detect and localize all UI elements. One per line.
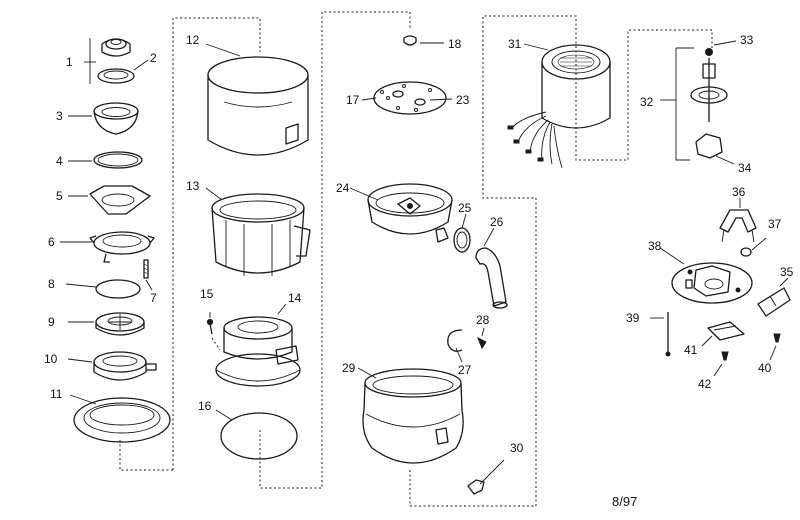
- label-24: 24: [336, 181, 350, 195]
- date-code: 8/97: [612, 494, 637, 509]
- part-29-lower-housing: [357, 367, 464, 464]
- label-40: 40: [758, 361, 772, 375]
- part-37-screw: [740, 237, 767, 257]
- part-16-gasket: [215, 409, 298, 460]
- part-6-mounting-ring: [60, 231, 155, 263]
- part-36-bracket: [719, 198, 757, 243]
- part-28-screw: [477, 327, 487, 350]
- label-37: 37: [768, 217, 782, 231]
- part-4-gasket: [68, 151, 143, 169]
- part-5-backup-flange: [68, 185, 151, 215]
- label-42: 42: [698, 377, 712, 391]
- part-9-lug: [68, 312, 145, 336]
- part-25-gasket: [453, 213, 471, 253]
- label-13: 13: [186, 179, 200, 193]
- part-number-labels: 1 2 3 4 5 6 7 8 9 10 11 12 13 14 15 16 1…: [44, 33, 794, 455]
- dash-col4: [409, 15, 713, 507]
- dash-col3: [259, 11, 411, 489]
- part-12-shell: [205, 43, 309, 156]
- part-10-support-ring: [67, 351, 157, 381]
- part-30-tool: [467, 459, 505, 495]
- label-8: 8: [48, 277, 55, 291]
- label-29: 29: [342, 361, 356, 375]
- part-24-grind-chamber: [349, 183, 453, 243]
- part-38-end-bell: [659, 247, 753, 304]
- part-13-baffle: [205, 187, 311, 276]
- part-31-stator: [507, 43, 611, 169]
- label-26: 26: [490, 215, 504, 229]
- label-30: 30: [510, 441, 524, 455]
- dash-col1-col2: [119, 440, 173, 471]
- label-4: 4: [56, 154, 63, 168]
- label-36: 36: [732, 185, 746, 199]
- part-27-clamp: [447, 329, 463, 363]
- label-31: 31: [508, 37, 522, 51]
- label-28: 28: [476, 313, 490, 327]
- part-14-housing: [215, 303, 301, 387]
- part-23-lug: [392, 90, 453, 106]
- label-9: 9: [48, 315, 55, 329]
- label-14: 14: [288, 291, 302, 305]
- label-39: 39: [626, 311, 640, 325]
- label-23: 23: [456, 93, 470, 107]
- label-5: 5: [56, 189, 63, 203]
- part-3-flange: [68, 102, 139, 135]
- dash-col2-top: [172, 17, 261, 470]
- label-1: 1: [66, 55, 73, 69]
- label-15: 15: [200, 287, 214, 301]
- part-26-elbow: [475, 227, 508, 309]
- label-10: 10: [44, 352, 58, 366]
- part-11-cushion-mount: [69, 394, 171, 443]
- label-12: 12: [186, 33, 200, 47]
- part-33-bearing: [705, 40, 737, 56]
- label-27: 27: [458, 363, 472, 377]
- part-18-nut: [403, 35, 444, 46]
- label-25: 25: [458, 201, 472, 215]
- label-3: 3: [56, 109, 63, 123]
- label-16: 16: [198, 399, 212, 413]
- label-35: 35: [780, 265, 794, 279]
- label-32: 32: [640, 95, 654, 109]
- part-32-rotor: [660, 47, 728, 161]
- part-2-ring: [97, 59, 149, 84]
- label-34: 34: [738, 161, 752, 175]
- part-40-screw: [769, 333, 781, 361]
- part-1-stopper: [84, 38, 131, 84]
- label-41: 41: [684, 343, 698, 357]
- part-39-bolt: [650, 312, 671, 357]
- label-17: 17: [346, 93, 360, 107]
- label-18: 18: [448, 37, 462, 51]
- label-7: 7: [150, 291, 157, 305]
- label-6: 6: [48, 235, 55, 249]
- label-38: 38: [648, 239, 662, 253]
- part-34-lower-bearing: [695, 133, 735, 165]
- part-17-turntable: [361, 81, 447, 115]
- label-11: 11: [50, 387, 63, 401]
- part-8-snap-ring: [65, 279, 141, 299]
- part-35-switch-plate: [757, 277, 791, 317]
- label-33: 33: [740, 33, 754, 47]
- group-dashed-lines: [119, 11, 713, 507]
- part-42-screw: [713, 351, 729, 377]
- part-7-screw: [143, 259, 153, 291]
- part-41-protector: [701, 321, 745, 347]
- label-2: 2: [150, 51, 157, 65]
- part-15-screw: [206, 312, 221, 351]
